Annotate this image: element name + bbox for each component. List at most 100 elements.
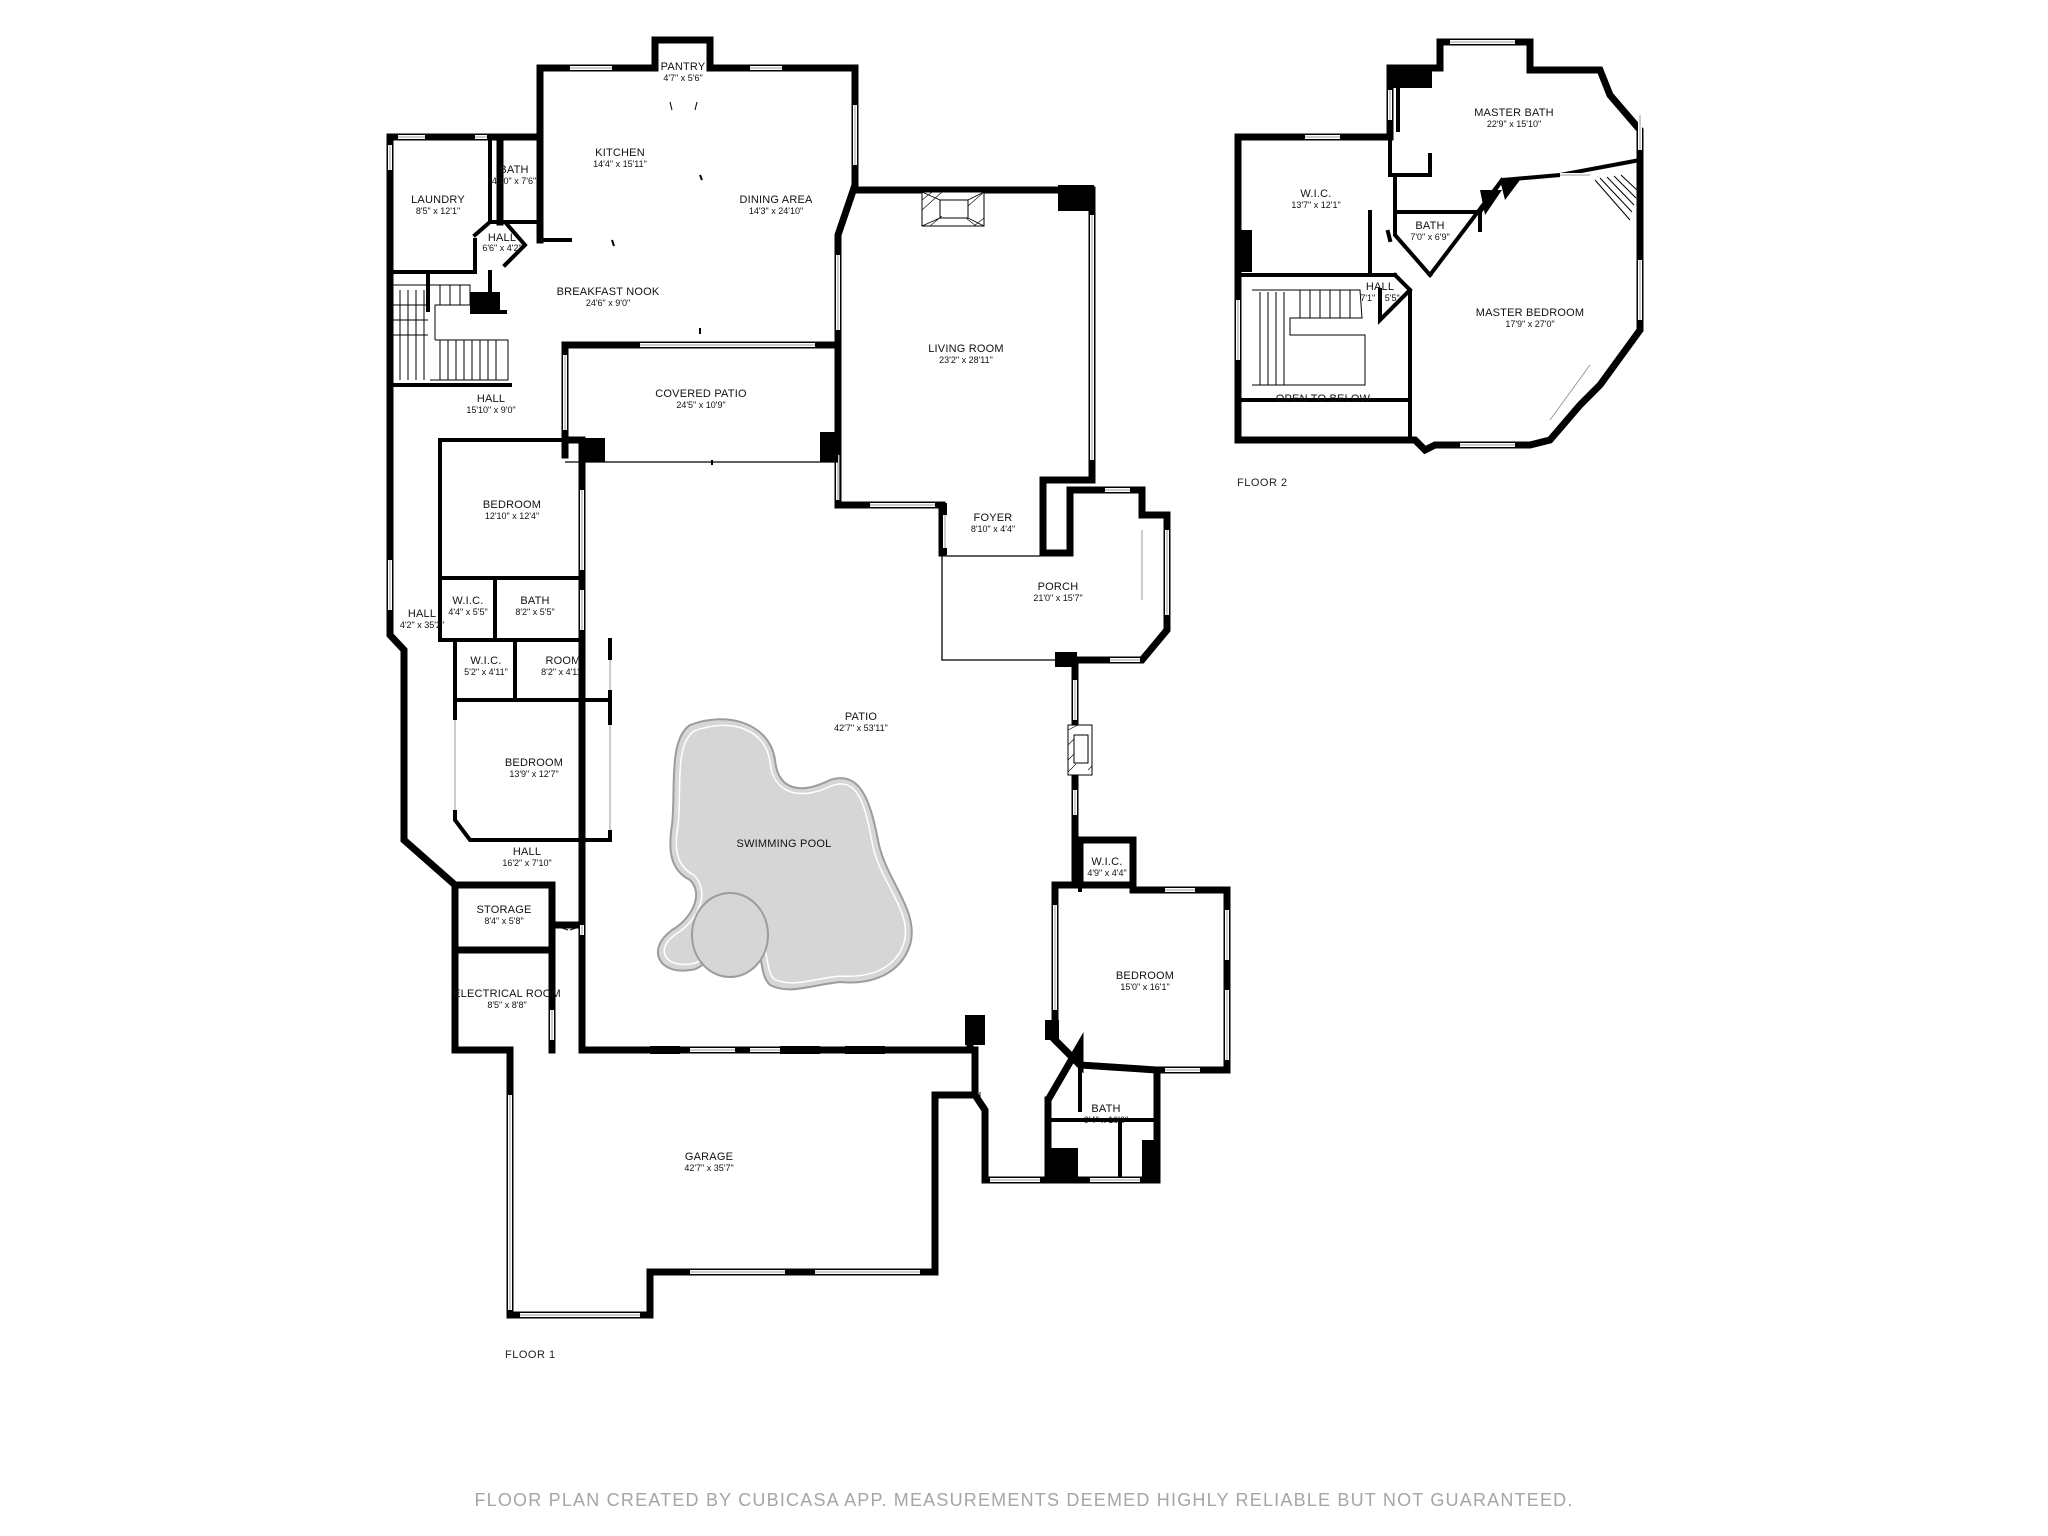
svg-text:BEDROOM: BEDROOM [483, 499, 541, 511]
fireplace-icon [921, 191, 985, 227]
room-label-laundry: LAUNDRY 8'5" x 12'1" [411, 194, 465, 216]
svg-text:8'5" x 8'8": 8'5" x 8'8" [487, 1000, 526, 1010]
svg-text:HALL: HALL [408, 608, 436, 620]
room-label-room: ROOM 8'2" x 4'11" [541, 655, 585, 677]
svg-text:17'9" x 27'0": 17'9" x 27'0" [1505, 319, 1554, 329]
svg-text:16'2" x 7'10": 16'2" x 7'10" [502, 858, 551, 868]
floor-1-door-marks [561, 101, 981, 1100]
room-label-dining-area: DINING AREA 14'3" x 24'10" [739, 194, 812, 216]
svg-text:LAUNDRY: LAUNDRY [411, 194, 465, 206]
room-label-master-bath: MASTER BATH 22'9" x 15'10" [1474, 107, 1554, 129]
staircase-icon [390, 284, 509, 381]
svg-text:8'2" x 5'5": 8'2" x 5'5" [515, 607, 554, 617]
room-label-wic-4: W.I.C. 13'7" x 12'1" [1291, 188, 1340, 210]
svg-text:6'6" x 4'2": 6'6" x 4'2" [482, 243, 521, 253]
room-label-hall-1: HALL 6'6" x 4'2" [482, 232, 521, 253]
svg-text:HALL: HALL [477, 393, 505, 405]
svg-text:MASTER BATH: MASTER BATH [1474, 107, 1554, 119]
svg-text:BATH: BATH [499, 164, 528, 176]
svg-text:42'7" x 35'7": 42'7" x 35'7" [684, 1163, 733, 1173]
svg-text:W.I.C.: W.I.C. [470, 655, 501, 667]
svg-text:4'10" x 7'6": 4'10" x 7'6" [492, 176, 536, 186]
svg-text:14'3" x 24'10": 14'3" x 24'10" [749, 206, 803, 216]
room-label-bath-2: BATH 8'2" x 5'5" [515, 595, 554, 617]
room-label-patio: PATIO 42'7" x 53'11" [834, 711, 888, 733]
svg-text:HALL: HALL [1366, 281, 1394, 293]
svg-text:12'10" x 12'4": 12'10" x 12'4" [485, 511, 539, 521]
svg-text:15'10" x 9'0": 15'10" x 9'0" [466, 405, 515, 415]
floor-2-solids [1240, 68, 1520, 272]
room-label-hall-2: HALL 15'10" x 9'0" [466, 393, 515, 415]
room-label-wic-3: W.I.C. 4'9" x 4'4" [1087, 856, 1126, 878]
svg-text:4'2" x 35'2": 4'2" x 35'2" [400, 620, 444, 630]
svg-text:PATIO: PATIO [845, 711, 878, 723]
svg-text:4'4" x 5'5": 4'4" x 5'5" [448, 607, 487, 617]
room-label-bedroom-3: BEDROOM 15'0" x 16'1" [1116, 970, 1174, 992]
floor-1-windows [388, 66, 1229, 1317]
svg-text:W.I.C.: W.I.C. [1091, 856, 1122, 868]
svg-text:W.I.C.: W.I.C. [452, 595, 483, 607]
svg-text:5'2" x 4'11": 5'2" x 4'11" [464, 667, 508, 677]
floor-1-solids [470, 185, 1158, 1180]
floor-2-walls [1234, 38, 1644, 455]
svg-text:8'4" x 5'8": 8'4" x 5'8" [484, 916, 523, 926]
svg-text:7'1" x 5'5": 7'1" x 5'5" [1360, 293, 1399, 303]
svg-text:LIVING ROOM: LIVING ROOM [928, 343, 1004, 355]
room-label-wic-2: W.I.C. 5'2" x 4'11" [464, 655, 508, 677]
room-labels: PANTRY 4'7" x 5'6" KITCHEN 14'4" x 15'11… [400, 61, 1584, 1173]
svg-text:BEDROOM: BEDROOM [505, 757, 563, 769]
svg-text:KITCHEN: KITCHEN [595, 147, 645, 159]
room-label-garage: GARAGE 42'7" x 35'7" [684, 1151, 733, 1173]
svg-text:OPEN TO BELOW: OPEN TO BELOW [1276, 393, 1371, 405]
svg-text:PANTRY: PANTRY [661, 61, 706, 73]
room-label-bedroom-2: BEDROOM 13'9" x 12'7" [505, 757, 563, 779]
svg-text:HALL: HALL [513, 846, 541, 858]
staircase-icon [1252, 174, 1639, 386]
svg-text:8'5" x 12'1": 8'5" x 12'1" [416, 206, 460, 216]
room-label-foyer: FOYER 8'10" x 4'4" [971, 512, 1015, 534]
svg-text:42'7" x 53'11": 42'7" x 53'11" [834, 723, 888, 733]
room-label-porch: PORCH 21'0" x 15'7" [1033, 581, 1082, 603]
svg-text:15'0" x 16'1": 15'0" x 16'1" [1120, 982, 1169, 992]
room-label-hall-5: HALL 7'1" x 5'5" [1360, 281, 1399, 303]
room-label-living-room: LIVING ROOM 23'2" x 28'11" [928, 343, 1004, 365]
svg-text:24'6" x 9'0": 24'6" x 9'0" [586, 298, 630, 308]
svg-text:MASTER BEDROOM: MASTER BEDROOM [1476, 307, 1585, 319]
room-label-hall-3: HALL 4'2" x 35'2" [400, 608, 444, 630]
fireplace-icon [1067, 724, 1093, 776]
svg-text:GARAGE: GARAGE [685, 1151, 733, 1163]
svg-text:14'4" x 15'11": 14'4" x 15'11" [593, 159, 647, 169]
svg-text:9'4" x 10'0": 9'4" x 10'0" [1084, 1115, 1128, 1125]
svg-text:8'2" x 4'11": 8'2" x 4'11" [541, 667, 585, 677]
svg-text:STORAGE: STORAGE [477, 904, 532, 916]
svg-text:4'7" x 5'6": 4'7" x 5'6" [663, 73, 702, 83]
svg-text:13'7" x 12'1": 13'7" x 12'1" [1291, 200, 1340, 210]
svg-text:13'9" x 12'7": 13'9" x 12'7" [509, 769, 558, 779]
room-label-breakfast-nook: BREAKFAST NOOK 24'6" x 9'0" [557, 286, 660, 308]
room-label-pantry: PANTRY 4'7" x 5'6" [661, 61, 706, 83]
room-label-bath-3: BATH 9'4" x 10'0" [1084, 1103, 1128, 1125]
room-label-bedroom-1: BEDROOM 12'10" x 12'4" [483, 499, 541, 521]
room-label-swimming-pool: SWIMMING POOL [737, 838, 832, 850]
room-label-bath-4: BATH 7'0" x 6'9" [1410, 220, 1449, 242]
svg-text:FOYER: FOYER [974, 512, 1013, 524]
room-label-master-bedroom: MASTER BEDROOM 17'9" x 27'0" [1476, 307, 1585, 329]
floor-1-openings [565, 430, 1076, 670]
floor-2-label: FLOOR 2 [1237, 477, 1288, 489]
room-label-hall-4: HALL 16'2" x 7'10" [502, 846, 551, 868]
svg-text:BATH: BATH [520, 595, 549, 607]
svg-text:7'0" x 6'9": 7'0" x 6'9" [1410, 232, 1449, 242]
room-label-electrical-room: ELECTRICAL ROOM 8'5" x 8'8" [453, 988, 561, 1010]
svg-text:ROOM: ROOM [545, 655, 580, 667]
svg-text:BREAKFAST NOOK: BREAKFAST NOOK [557, 286, 660, 298]
floor-2-windows [1236, 40, 1642, 447]
svg-text:24'5" x 10'9": 24'5" x 10'9" [676, 400, 725, 410]
room-label-covered-patio: COVERED PATIO 24'5" x 10'9" [655, 388, 746, 410]
room-label-kitchen: KITCHEN 14'4" x 15'11" [593, 147, 647, 169]
floor-1-interior-walls [388, 135, 1159, 1182]
svg-text:22'9" x 15'10": 22'9" x 15'10" [1487, 119, 1541, 129]
swimming-pool-shape [657, 718, 913, 991]
svg-text:BATH: BATH [1091, 1103, 1120, 1115]
room-label-open-to-below: OPEN TO BELOW [1276, 393, 1371, 405]
